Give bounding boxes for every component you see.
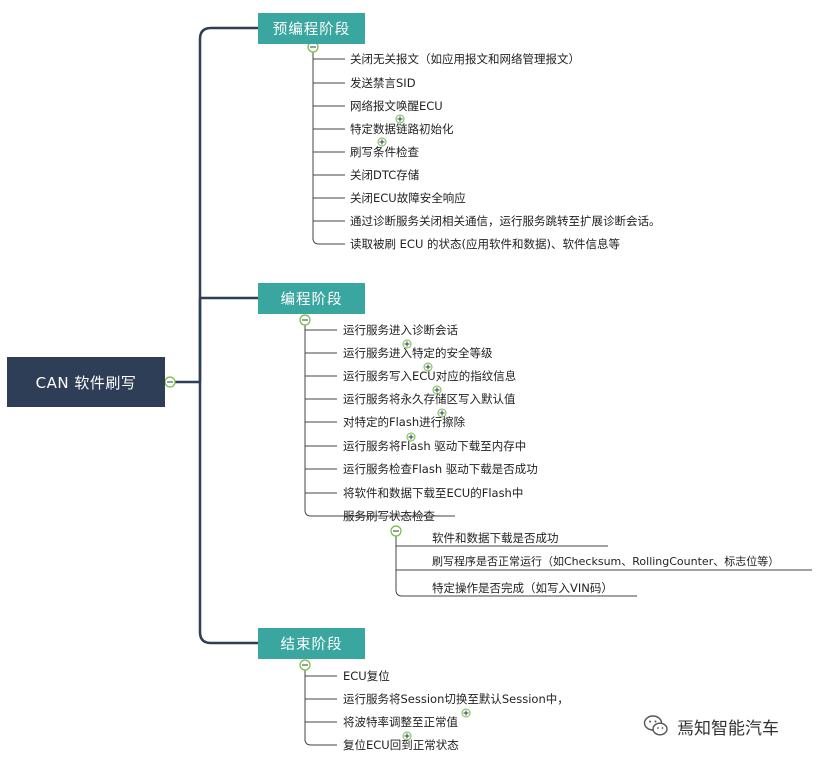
list-item: 运行服务写入ECU对应的指纹信息 [343, 369, 517, 383]
list-item: 关闭ECU故障安全响应 [350, 191, 466, 205]
collapse-icon[interactable] [390, 525, 402, 537]
list-item: 网络报文唤醒ECU [350, 99, 443, 113]
watermark-text: 焉知智能汽车 [677, 718, 779, 739]
collapse-icon[interactable] [299, 659, 311, 671]
list-item: 特定数据链路初始化 [350, 122, 454, 136]
list-item: 发送禁言SID [350, 76, 416, 90]
expand-icon [395, 114, 405, 124]
list-item: 运行服务将永久存储区写入默认值 [343, 392, 516, 406]
list-item: 读取被刷 ECU 的状态(应用软件和数据)、软件信息等 [350, 237, 620, 251]
expand-icon [423, 362, 433, 372]
list-item: 将软件和数据下载至ECU的Flash中 [343, 486, 524, 500]
list-item: 运行服务将Flash 驱动下载至内存中 [343, 439, 527, 453]
list-item: 对特定的Flash进行擦除 [343, 415, 466, 429]
sub-list-item: 特定操作是否完成（如写入VIN码） [432, 581, 613, 595]
list-item: 运行服务进入诊断会话 [343, 323, 458, 337]
list-item: 运行服务将Session切换至默认Session中， [343, 692, 569, 706]
list-item: 复位ECU回到正常状态 [343, 738, 459, 752]
sub-connectors [395, 536, 812, 597]
stage1-connectors [312, 50, 345, 245]
list-item: 关闭DTC存储 [350, 168, 420, 182]
wechat-icon [643, 715, 668, 736]
stage2-connectors [304, 324, 455, 517]
expand-icon [406, 432, 416, 442]
stage-node-preprogramming[interactable]: 预编程阶段 [258, 13, 365, 44]
main-branches [165, 26, 258, 645]
collapse-icon[interactable] [299, 314, 311, 326]
list-item: 将波特率调整至正常值 [343, 715, 458, 729]
stage-node-programming[interactable]: 编程阶段 [258, 283, 365, 314]
watermark: 焉知智能汽车 [643, 713, 779, 739]
expand-icon [402, 339, 412, 349]
expand-icons [377, 114, 471, 741]
expand-icon [437, 408, 447, 418]
stage3-connectors [304, 670, 337, 746]
list-item: 通过诊断服务关闭相关通信，运行服务跳转至扩展诊断会话。 [350, 214, 661, 228]
expand-icon [461, 708, 471, 718]
list-item: 服务刷写状态检查 [343, 509, 435, 523]
list-item: 刷写条件检查 [350, 145, 419, 159]
list-item: 运行服务进入特定的安全等级 [343, 346, 493, 360]
stage-node-end[interactable]: 结束阶段 [258, 628, 365, 659]
expand-icon [402, 731, 412, 741]
root-node[interactable]: CAN 软件刷写 [7, 357, 165, 407]
expand-icon [377, 137, 387, 147]
list-item: ECU复位 [343, 669, 390, 683]
list-item: 关闭无关报文（如应用报文和网络管理报文） [350, 52, 580, 66]
list-item: 运行服务检查Flash 驱动下载是否成功 [343, 462, 538, 476]
expand-icon [432, 385, 442, 395]
collapse-icon[interactable] [164, 376, 176, 388]
sub-list-item: 刷写程序是否正常运行（如Checksum、RollingCounter、标志位等… [432, 555, 780, 568]
sub-list-item: 软件和数据下载是否成功 [432, 531, 559, 545]
